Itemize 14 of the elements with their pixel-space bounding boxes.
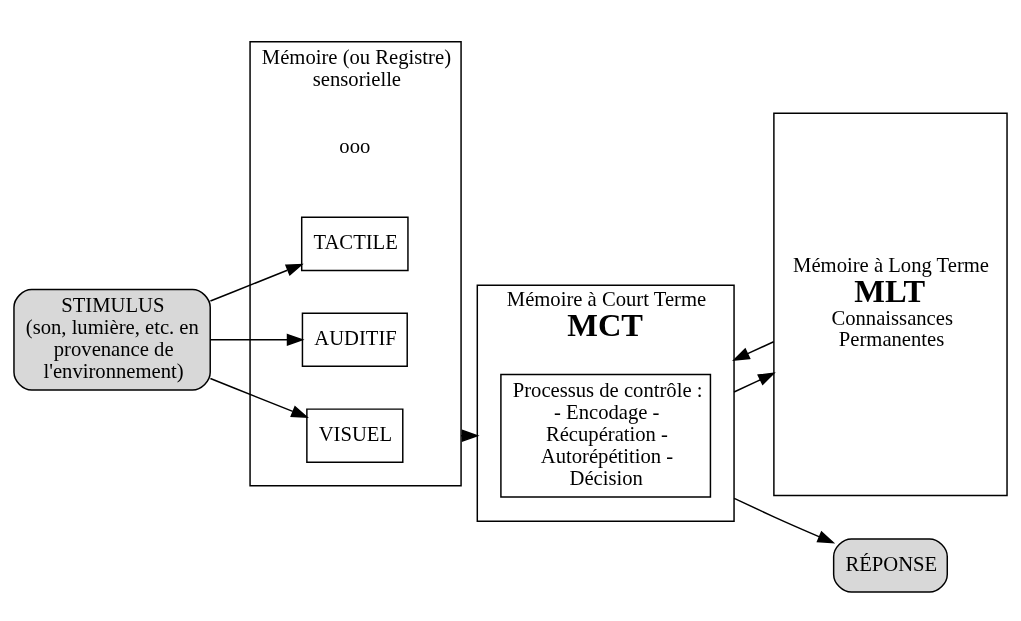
node-box: VISUEL [306, 407, 404, 463]
arrow [733, 371, 776, 393]
node-box: RÉPONSE [832, 537, 948, 593]
arrow [732, 340, 775, 361]
arrow [209, 377, 309, 418]
arrow [209, 333, 305, 346]
label: ooo [339, 134, 371, 157]
node-box: Mémoire à Long Terme MLT Connaissances Permanentes [773, 112, 1008, 496]
arrow [209, 263, 304, 302]
node-box: TACTILE [300, 216, 409, 271]
node-box: AUDITIF [301, 311, 408, 367]
node-box: STIMULUS (son, lumière, etc. en provenance de l'environnement) [13, 288, 211, 391]
node-box: Processus de contrôle : - Encodage - Récupération - Autorépétition - Décision [500, 373, 712, 498]
arrow [733, 497, 836, 543]
